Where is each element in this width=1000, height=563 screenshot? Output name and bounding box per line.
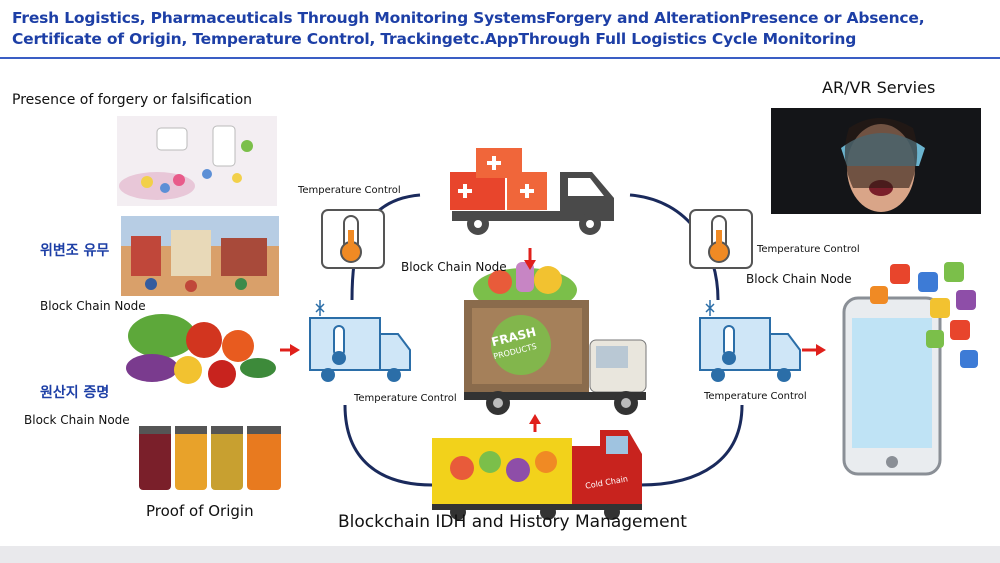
- temperature-control-top-left: Temperature Control: [298, 185, 401, 196]
- temperature-control-mid-right: Temperature Control: [704, 391, 807, 402]
- pickle-jars-photo: [135, 424, 285, 494]
- pharmaceutical-pills-photo: [117, 116, 277, 206]
- flow-arrows: [278, 248, 826, 432]
- vegetables-photo: [112, 306, 280, 394]
- market-street-photo: [121, 216, 279, 296]
- fresh-products-truck-icon: [464, 262, 647, 415]
- block-chain-node-center: Block Chain Node: [401, 260, 507, 274]
- temperature-control-mid-left: Temperature Control: [354, 393, 457, 404]
- smartphone-apps-photo: [830, 258, 988, 480]
- top-delivery-truck-icon: [450, 148, 614, 235]
- cold-chain-truck-icon: [432, 430, 642, 520]
- block-chain-node-left-1: Block Chain Node: [40, 299, 146, 313]
- proof-of-origin-caption: Proof of Origin: [146, 502, 254, 520]
- arvr-heading: AR/VR Servies: [822, 78, 936, 97]
- cold-truck-left-icon: [309, 300, 411, 382]
- page-title: Fresh Logistics, Pharmaceuticals Through…: [12, 9, 925, 48]
- thermometer-right-icon: [689, 209, 753, 269]
- footer-band: [0, 546, 1000, 563]
- block-chain-node-right: Block Chain Node: [746, 272, 852, 286]
- blockchain-caption: Blockchain IDH and History Management: [338, 512, 687, 532]
- temperature-control-top-right: Temperature Control: [757, 244, 860, 255]
- forgery-heading: Presence of forgery or falsification: [12, 92, 253, 108]
- korean-origin-label: 원산지 증명: [40, 385, 110, 401]
- thermometer-left-icon: [321, 209, 385, 269]
- cold-truck-right-icon: [699, 300, 801, 382]
- korean-forgery-label: 위변조 유무: [40, 243, 110, 259]
- block-chain-node-left-2: Block Chain Node: [24, 413, 130, 427]
- vr-headset-photo: [771, 108, 981, 214]
- title-divider: [0, 57, 1000, 59]
